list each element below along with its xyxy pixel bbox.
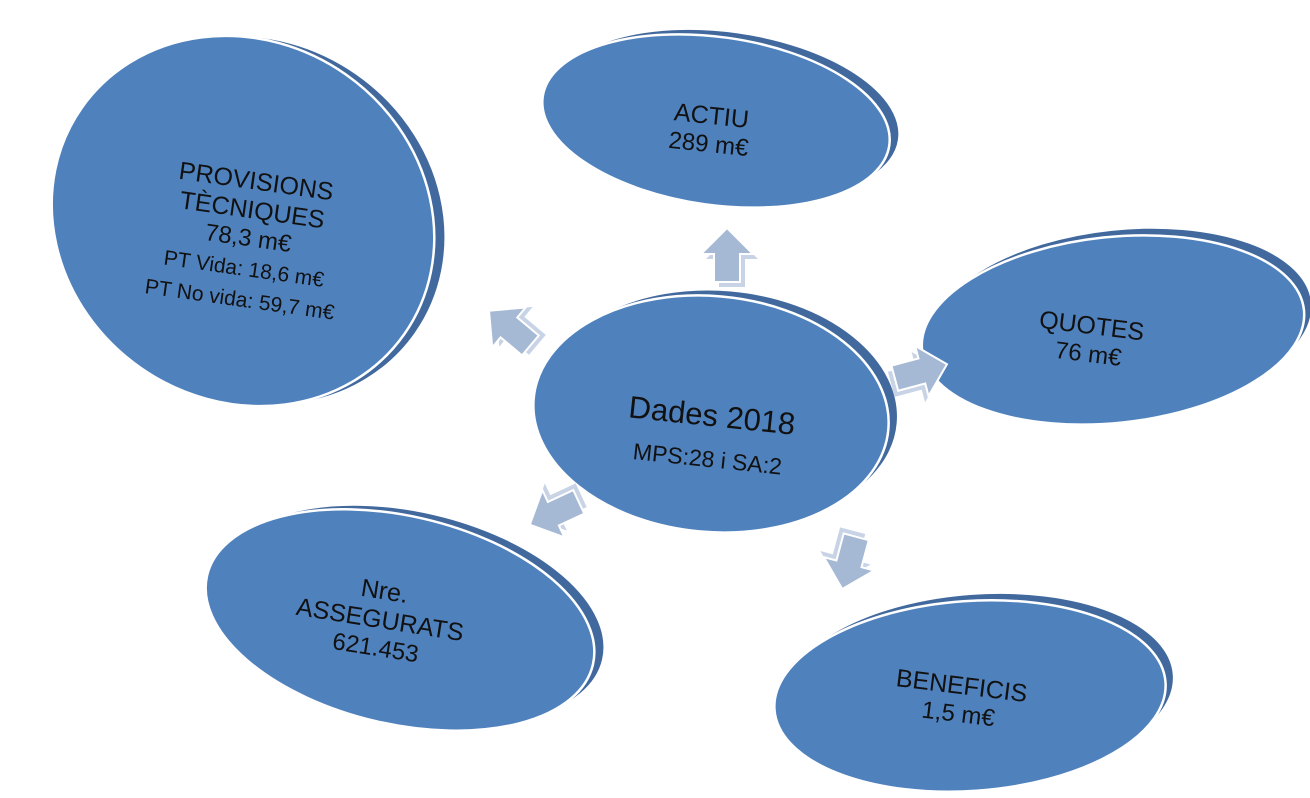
- beneficis-ellipse-face: [773, 599, 1167, 793]
- arrow-to-provisions: [487, 306, 546, 357]
- provisions-ellipse: [50, 34, 447, 408]
- actiu-ellipse: [541, 27, 901, 209]
- beneficis-ellipse: [773, 591, 1176, 793]
- arrow-to-beneficis-head: [821, 532, 877, 591]
- assegurats-ellipse-face: [204, 508, 596, 732]
- arrow-to-actiu: [698, 226, 758, 287]
- provisions-ellipse-face: [50, 34, 436, 408]
- center-ellipse-face: [532, 294, 890, 534]
- arrow-to-provisions-head: [487, 306, 541, 357]
- center-ellipse: [532, 287, 900, 534]
- assegurats-ellipse: [204, 503, 606, 732]
- arrow-to-beneficis: [820, 527, 877, 591]
- arrow-layer: [487, 226, 949, 591]
- arrow-to-assegurats: [528, 483, 587, 540]
- arrow-to-quotes-head: [890, 343, 949, 399]
- arrow-to-assegurats-head: [528, 487, 586, 540]
- actiu-ellipse-face: [541, 33, 891, 209]
- arrow-to-actiu-head: [698, 226, 756, 283]
- arrow-to-quotes: [887, 343, 949, 403]
- quotes-ellipse: [920, 226, 1310, 426]
